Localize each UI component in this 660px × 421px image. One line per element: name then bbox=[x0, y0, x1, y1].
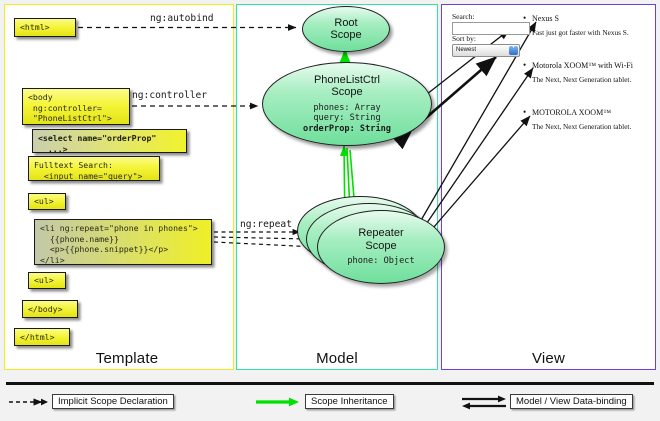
legend-label: Scope Inheritance bbox=[305, 394, 394, 409]
code-box-fulltext-search[interactable]: Fulltext Search: <input name="query"> bbox=[28, 156, 160, 181]
scope-property: query: String bbox=[313, 113, 381, 124]
label-ng-repeat: ng:repeat bbox=[240, 219, 292, 230]
label-ng-controller: ng:controller bbox=[132, 90, 208, 101]
code-box-ul-open[interactable]: <ul> bbox=[28, 193, 66, 210]
code-box-li-repeat[interactable]: <li ng:repeat="phone in phones"> {{phone… bbox=[34, 219, 212, 265]
scope-property: orderProp: String bbox=[303, 123, 391, 134]
search-input[interactable] bbox=[452, 22, 530, 35]
phone-list-item[interactable]: Nexus S Fast just got faster with Nexus … bbox=[523, 13, 651, 37]
scope-property: phone: Object bbox=[347, 256, 415, 267]
green-arrow-icon bbox=[256, 397, 299, 407]
phone-snippet: The Next, Next Generation tablet. bbox=[532, 75, 632, 84]
double-arrow-icon bbox=[462, 395, 506, 410]
legend-label: Implicit Scope Declaration bbox=[52, 394, 174, 409]
phonelistctrl-scope-title-line2: Scope bbox=[331, 86, 363, 99]
legend-item-implicit-scope: Implicit Scope Declaration bbox=[8, 394, 174, 411]
code-box-select[interactable]: <select name="orderProp" ...> bbox=[32, 129, 187, 154]
panel-view-label: View bbox=[531, 350, 566, 367]
sort-by-label: Sort by: bbox=[452, 34, 476, 43]
legend: Implicit Scope Declaration Scope Inherit… bbox=[0, 382, 660, 421]
search-label: Search: bbox=[452, 12, 475, 21]
legend-divider bbox=[6, 382, 654, 385]
phone-list-item[interactable]: Motorola XOOM™ with Wi-Fi The Next, Next… bbox=[523, 60, 651, 84]
legend-label: Model / View Data-binding bbox=[510, 394, 633, 409]
scope-property: phones: Array bbox=[313, 102, 381, 113]
code-box-html-close[interactable]: </html> bbox=[14, 328, 70, 346]
phonelistctrl-scope-node[interactable]: PhoneListCtrl Scope phones: Array query:… bbox=[262, 62, 432, 146]
repeater-scope-title-line1: Repeater bbox=[358, 227, 404, 240]
sort-by-select[interactable]: Newest ▾ bbox=[452, 44, 520, 57]
phone-name: MOTOROLA XOOM™ bbox=[523, 107, 651, 118]
root-scope-node[interactable]: Root Scope bbox=[302, 6, 390, 52]
repeater-scope-node[interactable]: Repeater Scope phone: Object bbox=[317, 210, 445, 284]
code-box-body-close[interactable]: </body> bbox=[22, 300, 78, 318]
code-box-html-open[interactable]: <html> bbox=[14, 18, 76, 37]
phone-name: Nexus S bbox=[523, 13, 651, 24]
legend-item-data-binding: Model / View Data-binding bbox=[460, 394, 633, 411]
code-box-ul-close[interactable]: <ul> bbox=[28, 272, 66, 289]
repeater-scope-properties: phone: Object bbox=[347, 256, 414, 267]
phone-snippet: Fast just got faster with Nexus S. bbox=[532, 28, 629, 37]
legend-item-scope-inheritance: Scope Inheritance bbox=[255, 394, 394, 411]
phone-list-item[interactable]: MOTOROLA XOOM™ The Next, Next Generation… bbox=[523, 107, 651, 131]
panel-model: Model bbox=[236, 4, 438, 370]
phone-name: Motorola XOOM™ with Wi-Fi bbox=[523, 60, 651, 71]
panel-template-label: Template bbox=[95, 350, 159, 367]
repeater-scope-stack: Repeater Scope phone: Object bbox=[297, 196, 447, 286]
view-content: Search: Sort by: Newest ▾ Nexus S Fast j… bbox=[447, 8, 652, 138]
phonelistctrl-scope-title-line1: PhoneListCtrl bbox=[313, 73, 381, 86]
panel-model-label: Model bbox=[316, 350, 358, 367]
dashed-arrow-icon bbox=[9, 398, 48, 406]
phonelistctrl-scope-properties: phones: Array query: String orderProp: S… bbox=[303, 103, 391, 135]
label-ng-autobind: ng:autobind bbox=[150, 13, 214, 24]
root-scope-title-line1: Root bbox=[334, 16, 358, 29]
code-box-body-open[interactable]: <body ng:controller= "PhoneListCtrl"> bbox=[22, 88, 130, 125]
chevron-down-icon: ▾ bbox=[509, 45, 518, 55]
root-scope-title-line2: Scope bbox=[330, 29, 362, 41]
sort-by-selected-value: Newest bbox=[456, 47, 477, 53]
phone-snippet: The Next, Next Generation tablet. bbox=[532, 122, 632, 131]
repeater-scope-title-line2: Scope bbox=[365, 239, 397, 252]
